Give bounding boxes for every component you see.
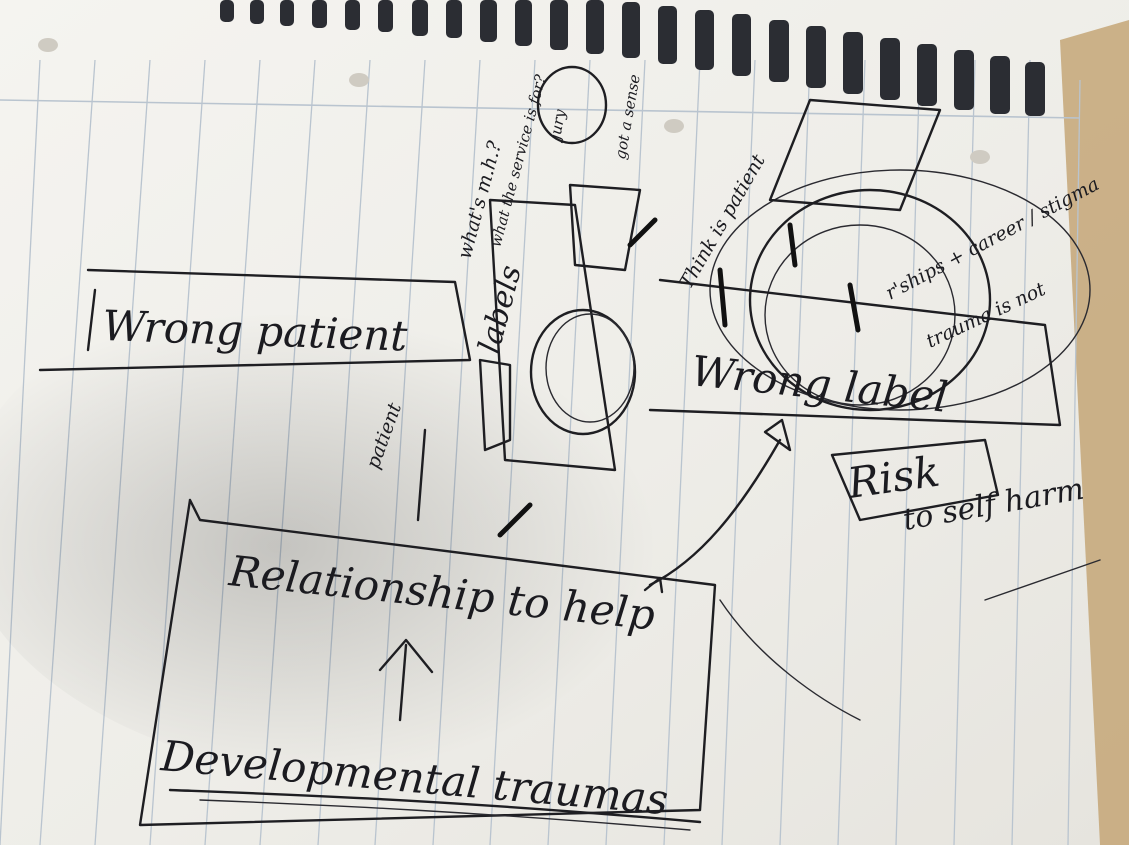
up-arrow <box>378 638 434 722</box>
labels-box-inner <box>478 358 512 452</box>
developmental-underline <box>168 788 702 824</box>
center-up-line <box>416 428 427 522</box>
relationship-box <box>138 498 717 827</box>
risk-stroke <box>984 559 1101 601</box>
center-circle <box>529 308 637 436</box>
pen-mark-3 <box>717 267 728 328</box>
jury-circle <box>536 65 608 145</box>
wrong-patient-box <box>38 268 472 372</box>
pen-mark-1 <box>497 502 533 538</box>
pen-mark-2 <box>627 217 658 248</box>
link-arrow <box>648 438 782 587</box>
wrong-patient-text: Wrong patient <box>102 301 409 361</box>
developmental-underline-2 <box>199 799 691 831</box>
right-big-circle <box>748 188 992 412</box>
jury-text: jury <box>546 108 570 144</box>
spiral-binding <box>220 0 1045 116</box>
pen-mark-5 <box>847 282 861 333</box>
center-circle-2 <box>545 313 635 423</box>
top-right-box <box>768 98 942 212</box>
photo-shadow <box>0 260 800 780</box>
wrong-patient-bracket <box>86 288 97 352</box>
header-rule <box>0 99 1081 119</box>
link-arrowhead <box>763 418 792 452</box>
labels-box <box>488 198 617 472</box>
punch-holes <box>38 38 990 164</box>
lower-curve <box>719 599 861 721</box>
role-box <box>568 183 642 272</box>
risk-box <box>830 438 1000 522</box>
pen-mark-4 <box>787 222 798 268</box>
link-arrowhead-tail <box>643 576 664 594</box>
right-outer-circle <box>709 169 1091 411</box>
